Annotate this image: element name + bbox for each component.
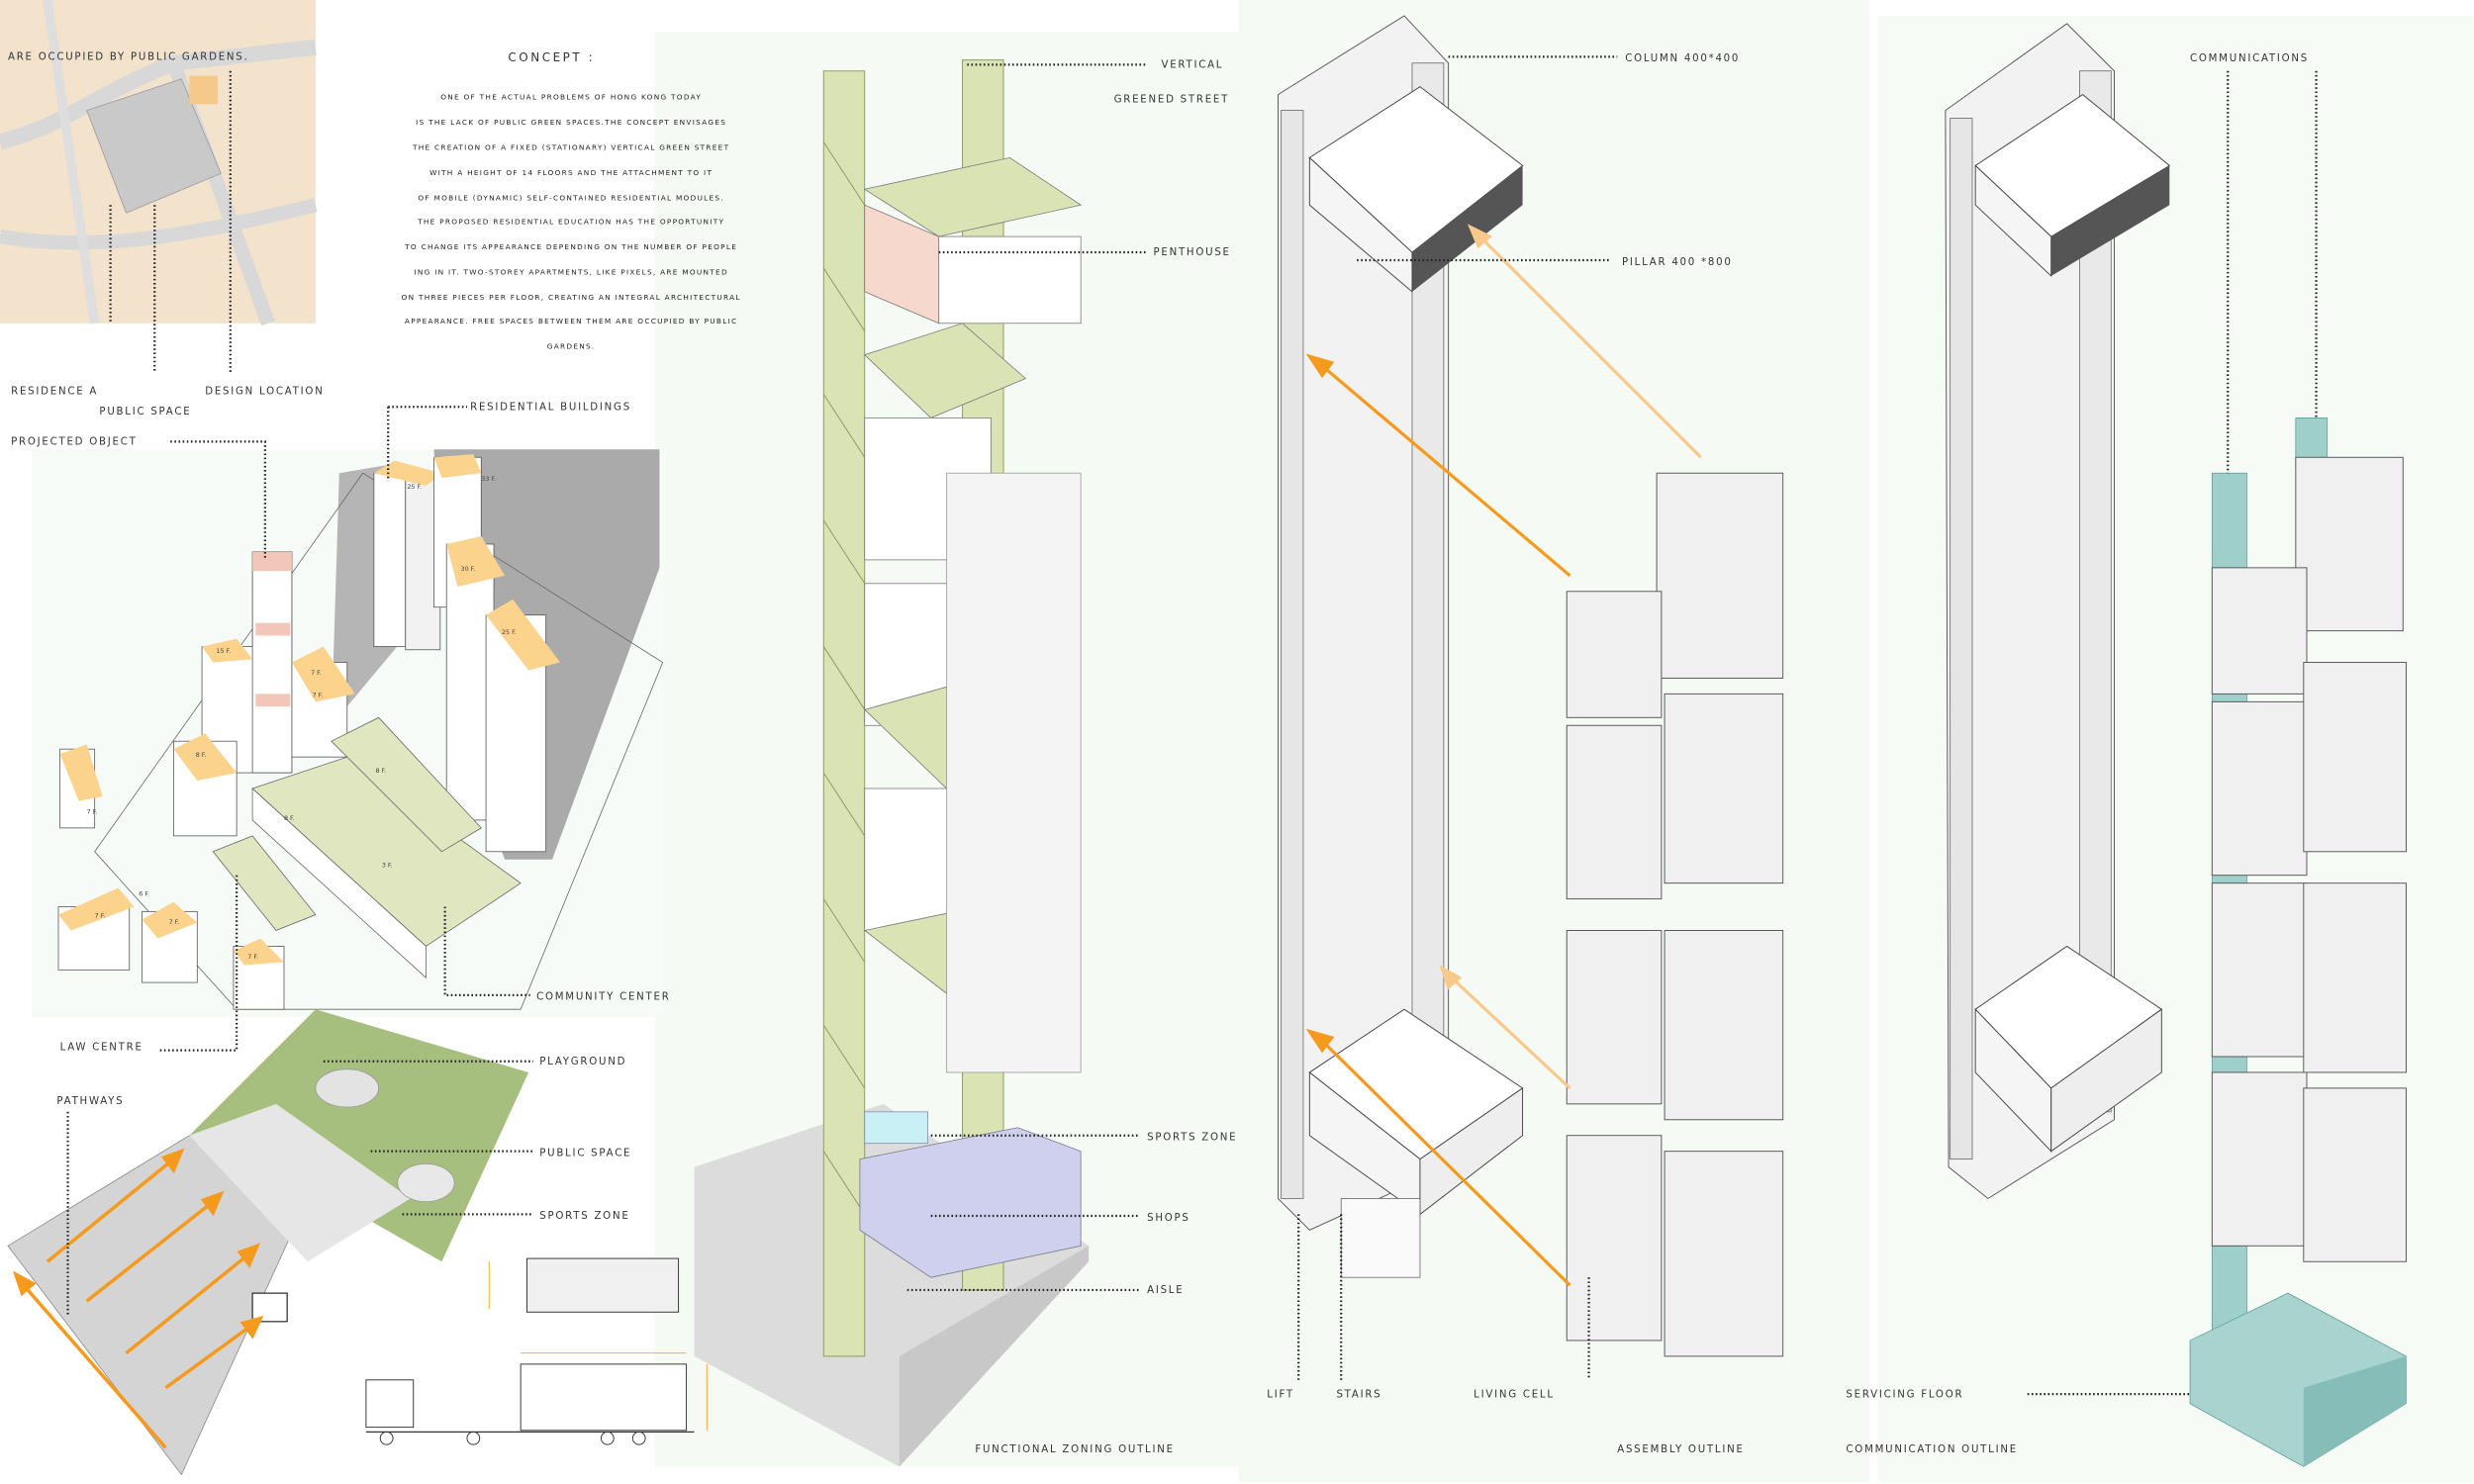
floor-label: 7 F.: [313, 692, 324, 699]
concept-title: CONCEPT :: [508, 50, 595, 64]
label-communications: COMMUNICATIONS: [2190, 53, 2309, 64]
floor-label: 7 F.: [95, 912, 106, 920]
floor-label: 25 F.: [502, 628, 517, 636]
concept-line: THE PROPOSED RESIDENTIAL EDUCATION HAS T…: [417, 217, 724, 226]
communication-cells: [2211, 456, 2407, 1262]
label-servicing-floor: SERVICING FLOOR: [1846, 1389, 1963, 1400]
floor-label: 8 F.: [284, 814, 295, 822]
floor-label: 30 F.: [461, 565, 476, 573]
residential-buildings: 25 F. 33 F. 30 F. 25 F.: [373, 454, 561, 853]
label-public-space-map: PUBLIC SPACE: [99, 407, 191, 417]
label-penthouse: PENTHOUSE: [1153, 247, 1230, 258]
community-center: 8 F. 8 F. 3 F.: [212, 716, 522, 979]
living-cells: [1566, 472, 1784, 1357]
context-axonometric: 25 F. 33 F. 30 F. 25 F. 15 F. 7 F. 7 F. …: [11, 402, 670, 1054]
concept-text: CONCEPT : ONE OF THE ACTUAL PROBLEMS OF …: [402, 50, 741, 350]
floor-label: 8 F.: [375, 767, 386, 775]
module-dimension-drawings: [365, 1257, 708, 1445]
concept-line: GARDENS.: [547, 341, 596, 350]
concept-line: TO CHANGE ITS APPEARANCE DEPENDING ON TH…: [404, 242, 737, 251]
floor-label: 7 F.: [87, 808, 98, 816]
floor-label: 6 F.: [139, 889, 149, 897]
label-law-centre: LAW CENTRE: [60, 1043, 143, 1054]
label-projected-object: PROJECTED OBJECT: [11, 437, 137, 448]
concept-line: APPEARANCE. FREE SPACES BETWEEN THEM ARE…: [405, 317, 738, 325]
label-sports-zone-plan: SPORTS ZONE: [539, 1211, 629, 1222]
site-map-caption: ARE OCCUPIED BY PUBLIC GARDENS.: [8, 52, 249, 63]
concept-line: ING IN IT. TWO-STOREY APARTMENTS, LIKE P…: [414, 267, 727, 276]
label-residential-buildings: RESIDENTIAL BUILDINGS: [470, 402, 631, 413]
site-plan: PATHWAYS PLAYGROUND PUBLIC SPACE SPORTS …: [7, 1009, 631, 1476]
concept-line: WITH A HEIGHT OF 14 FLOORS AND THE ATTAC…: [429, 168, 713, 177]
label-aisle: AISLE: [1147, 1285, 1184, 1296]
pathway-arrows: [12, 1148, 264, 1449]
label-column: COLUMN 400*400: [1625, 53, 1740, 64]
projected-object: [251, 551, 293, 774]
label-pillar: PILLAR 400 *800: [1622, 257, 1733, 268]
label-greened-street: GREENED STREET: [1114, 95, 1229, 106]
label-public-space-plan: PUBLIC SPACE: [539, 1148, 631, 1159]
assembly-diagram: COLUMN 400*400 PILLAR 400 *800 LIFT STAI…: [1267, 15, 1784, 1455]
label-sports-zone: SPORTS ZONE: [1147, 1132, 1237, 1143]
communication-title: COMMUNICATION OUTLINE: [1846, 1444, 2017, 1455]
floor-label: 8 F.: [196, 751, 207, 759]
floor-label: 3 F.: [382, 862, 393, 870]
label-playground: PLAYGROUND: [539, 1057, 626, 1067]
functional-zoning-tower: VERTICAL GREENED STREET PENTHOUSE SPORTS…: [694, 59, 1237, 1467]
assembly-title: ASSEMBLY OUTLINE: [1617, 1444, 1744, 1455]
floor-label: 25 F.: [407, 483, 422, 491]
floor-label: 7 F.: [311, 669, 322, 677]
communication-diagram: COMMUNICATIONS SERVICING FLOOR COMMUNICA…: [1846, 23, 2407, 1467]
label-design-location: DESIGN LOCATION: [205, 387, 324, 398]
label-pathways: PATHWAYS: [56, 1096, 124, 1107]
floor-label: 7 F.: [169, 918, 180, 926]
concept-line: THE CREATION OF A FIXED (STATIONARY) VER…: [412, 142, 729, 151]
label-lift: LIFT: [1267, 1389, 1294, 1400]
floor-label: 15 F.: [216, 647, 231, 655]
floor-label: 33 F.: [481, 475, 496, 483]
truck-drawing: [365, 1352, 708, 1445]
site-map: ARE OCCUPIED BY PUBLIC GARDENS. RESIDENC…: [0, 0, 324, 417]
concept-line: OF MOBILE (DYNAMIC) SELF-CONTAINED RESID…: [418, 193, 724, 202]
label-vertical: VERTICAL: [1161, 60, 1223, 71]
concept-line: IS THE LACK OF PUBLIC GREEN SPACES.THE C…: [416, 118, 726, 127]
label-living-cell: LIVING CELL: [1474, 1389, 1555, 1400]
floor-label: 7 F.: [247, 953, 258, 961]
functional-zoning-title: FUNCTIONAL ZONING OUTLINE: [975, 1444, 1174, 1455]
label-residence-a: RESIDENCE A: [11, 387, 98, 398]
label-shops: SHOPS: [1147, 1213, 1190, 1224]
assembly-arrows: [1305, 353, 1571, 1287]
label-community-center: COMMUNITY CENTER: [536, 992, 670, 1003]
concept-line: ONE OF THE ACTUAL PROBLEMS OF HONG KONG …: [440, 92, 702, 101]
label-stairs: STAIRS: [1336, 1389, 1381, 1400]
concept-line: ON THREE PIECES PER FLOOR, CREATING AN I…: [402, 293, 741, 302]
